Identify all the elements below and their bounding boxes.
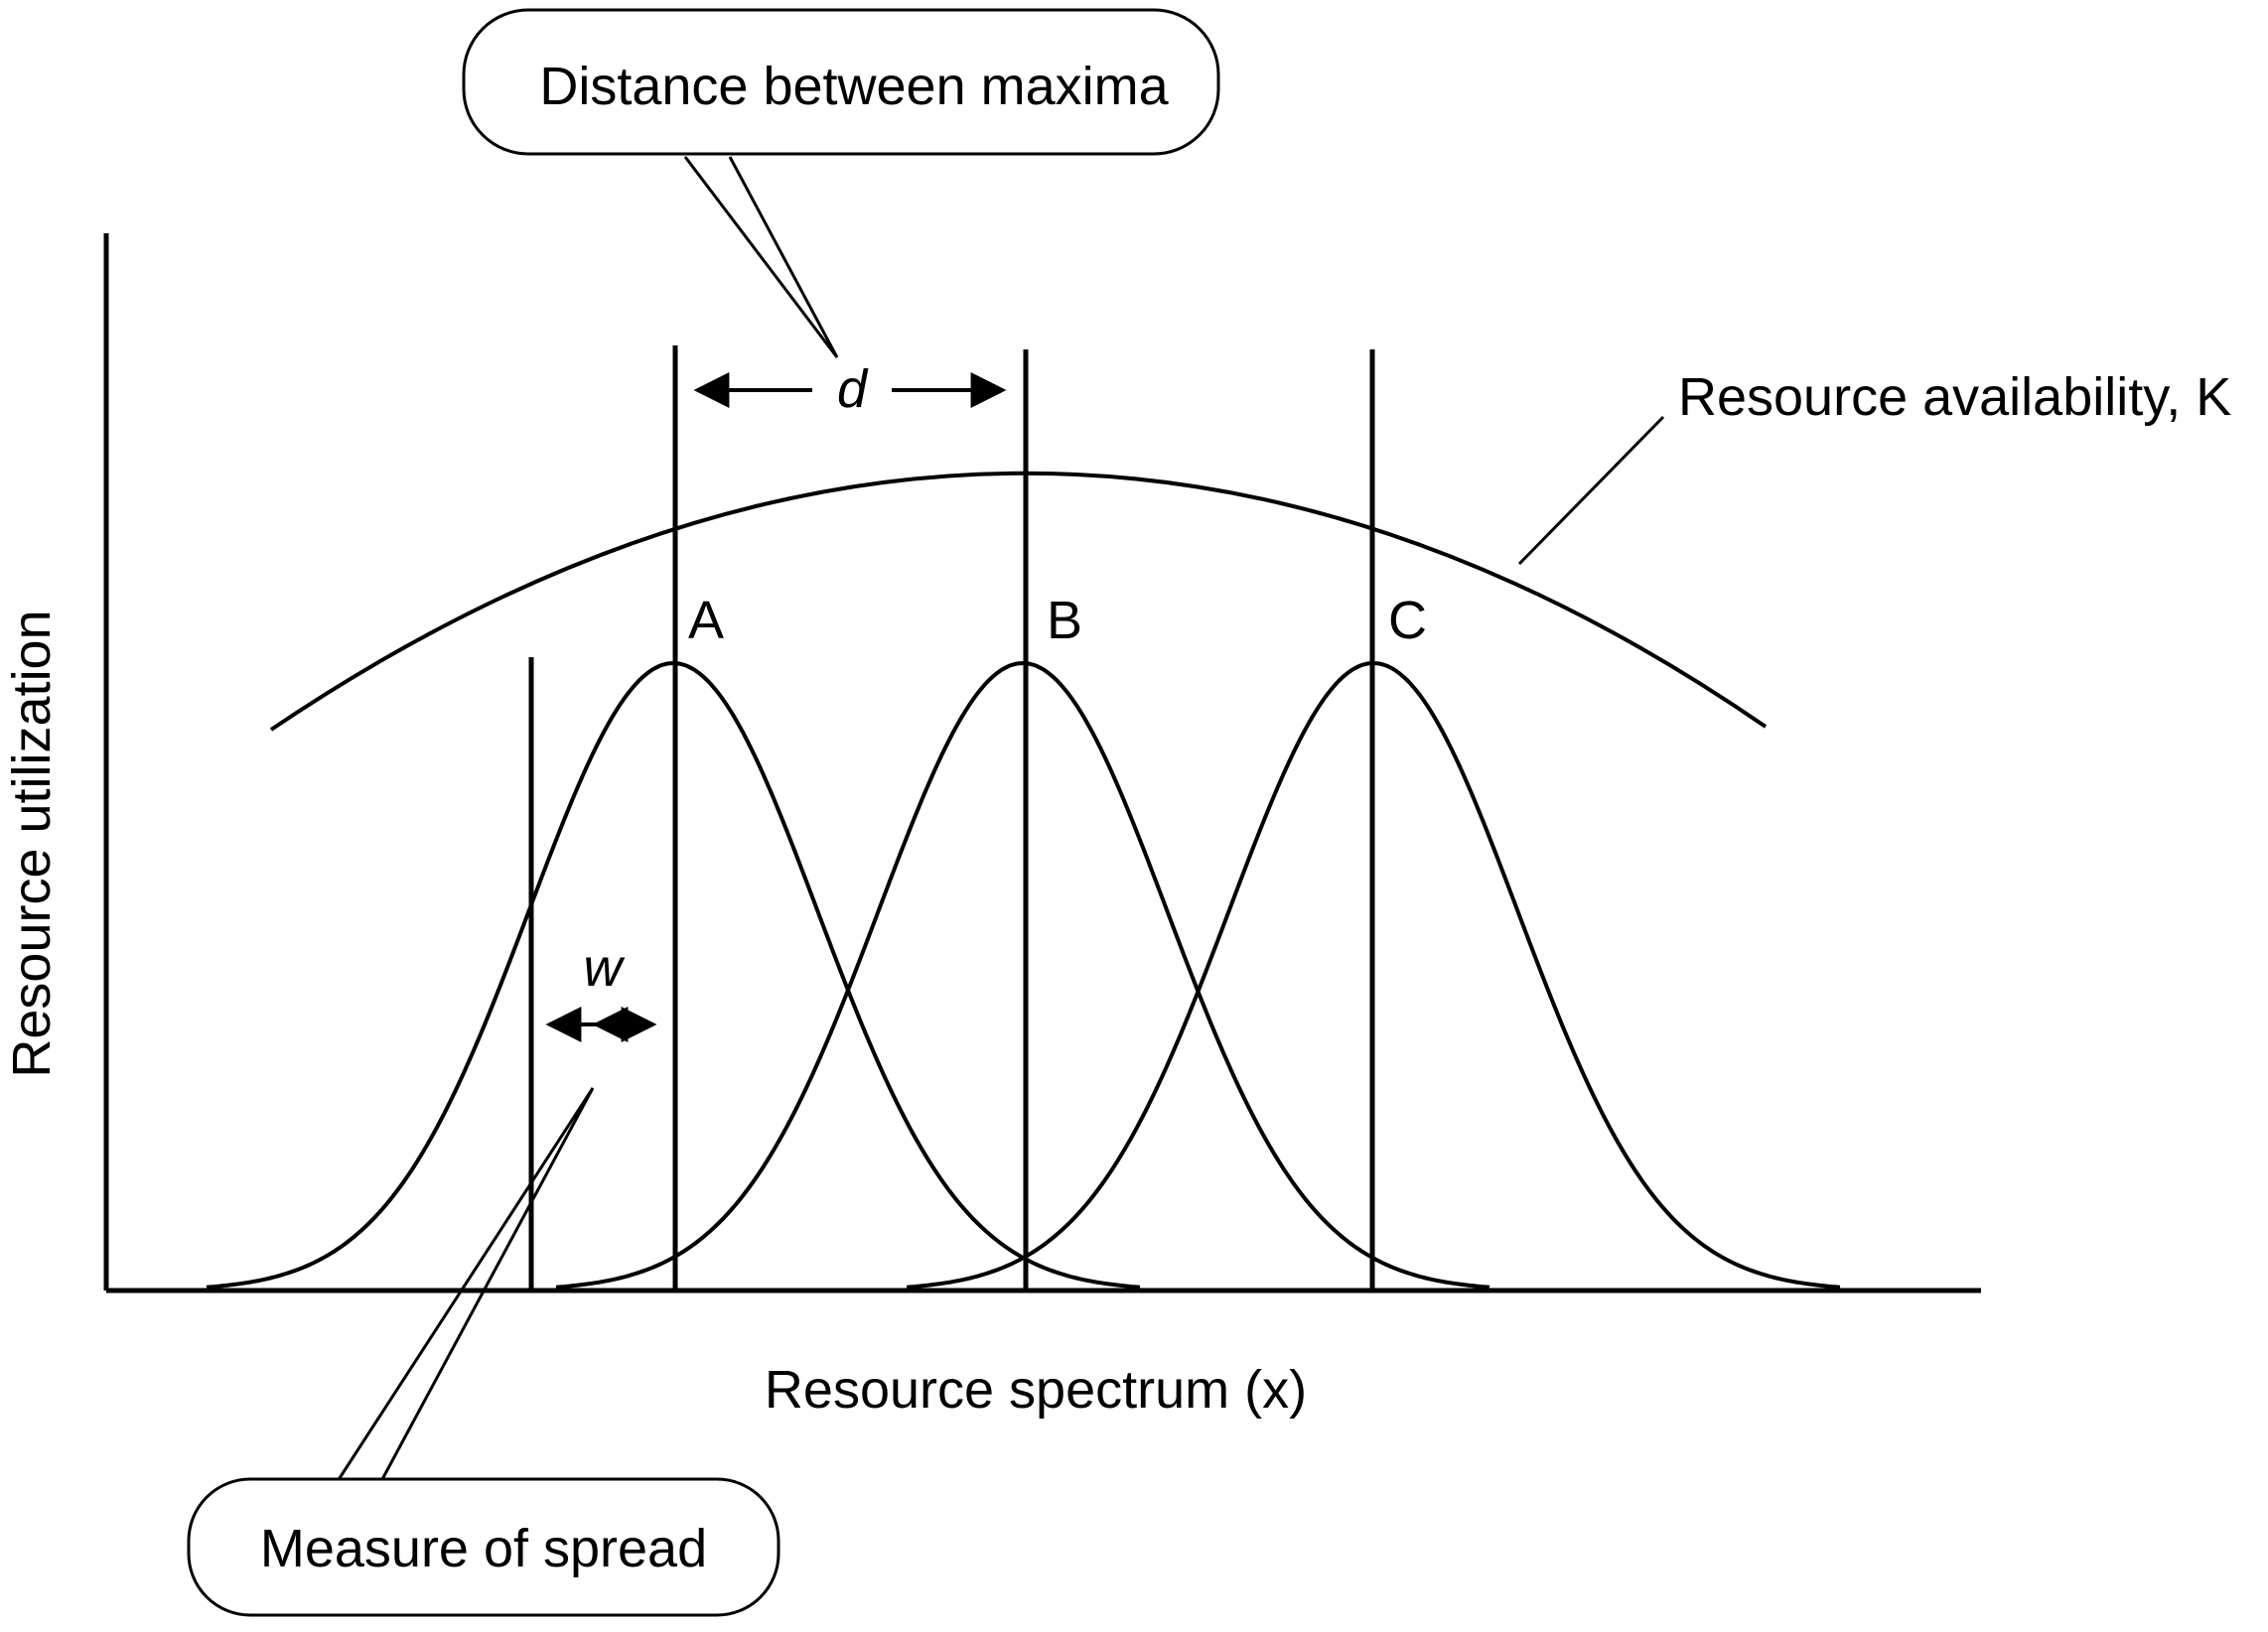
d-symbol: d [837, 359, 869, 419]
x-axis-label: Resource spectrum (x) [765, 1360, 1307, 1420]
y-axis-label: Resource utilization [2, 610, 62, 1077]
callout-bottom-pointer [336, 1087, 595, 1482]
callout-top-bubble [462, 8, 1220, 156]
w-symbol: w [584, 938, 626, 998]
utilization-curve-b [555, 661, 1490, 1290]
callout-top-text: Distance between maxima [539, 57, 1169, 116]
callout-bottom-bubble [187, 1477, 780, 1617]
availability-label: Resource availability, K [1678, 367, 2231, 427]
curve-label-b: B [1047, 591, 1082, 650]
callout-top-pointer [683, 156, 839, 358]
resource-availability-curve [269, 471, 1768, 732]
availability-leader [1517, 415, 1665, 566]
callout-bottom-text: Measure of spread [260, 1519, 707, 1578]
curve-label-c: C [1388, 591, 1427, 650]
curve-label-a: A [688, 591, 724, 650]
